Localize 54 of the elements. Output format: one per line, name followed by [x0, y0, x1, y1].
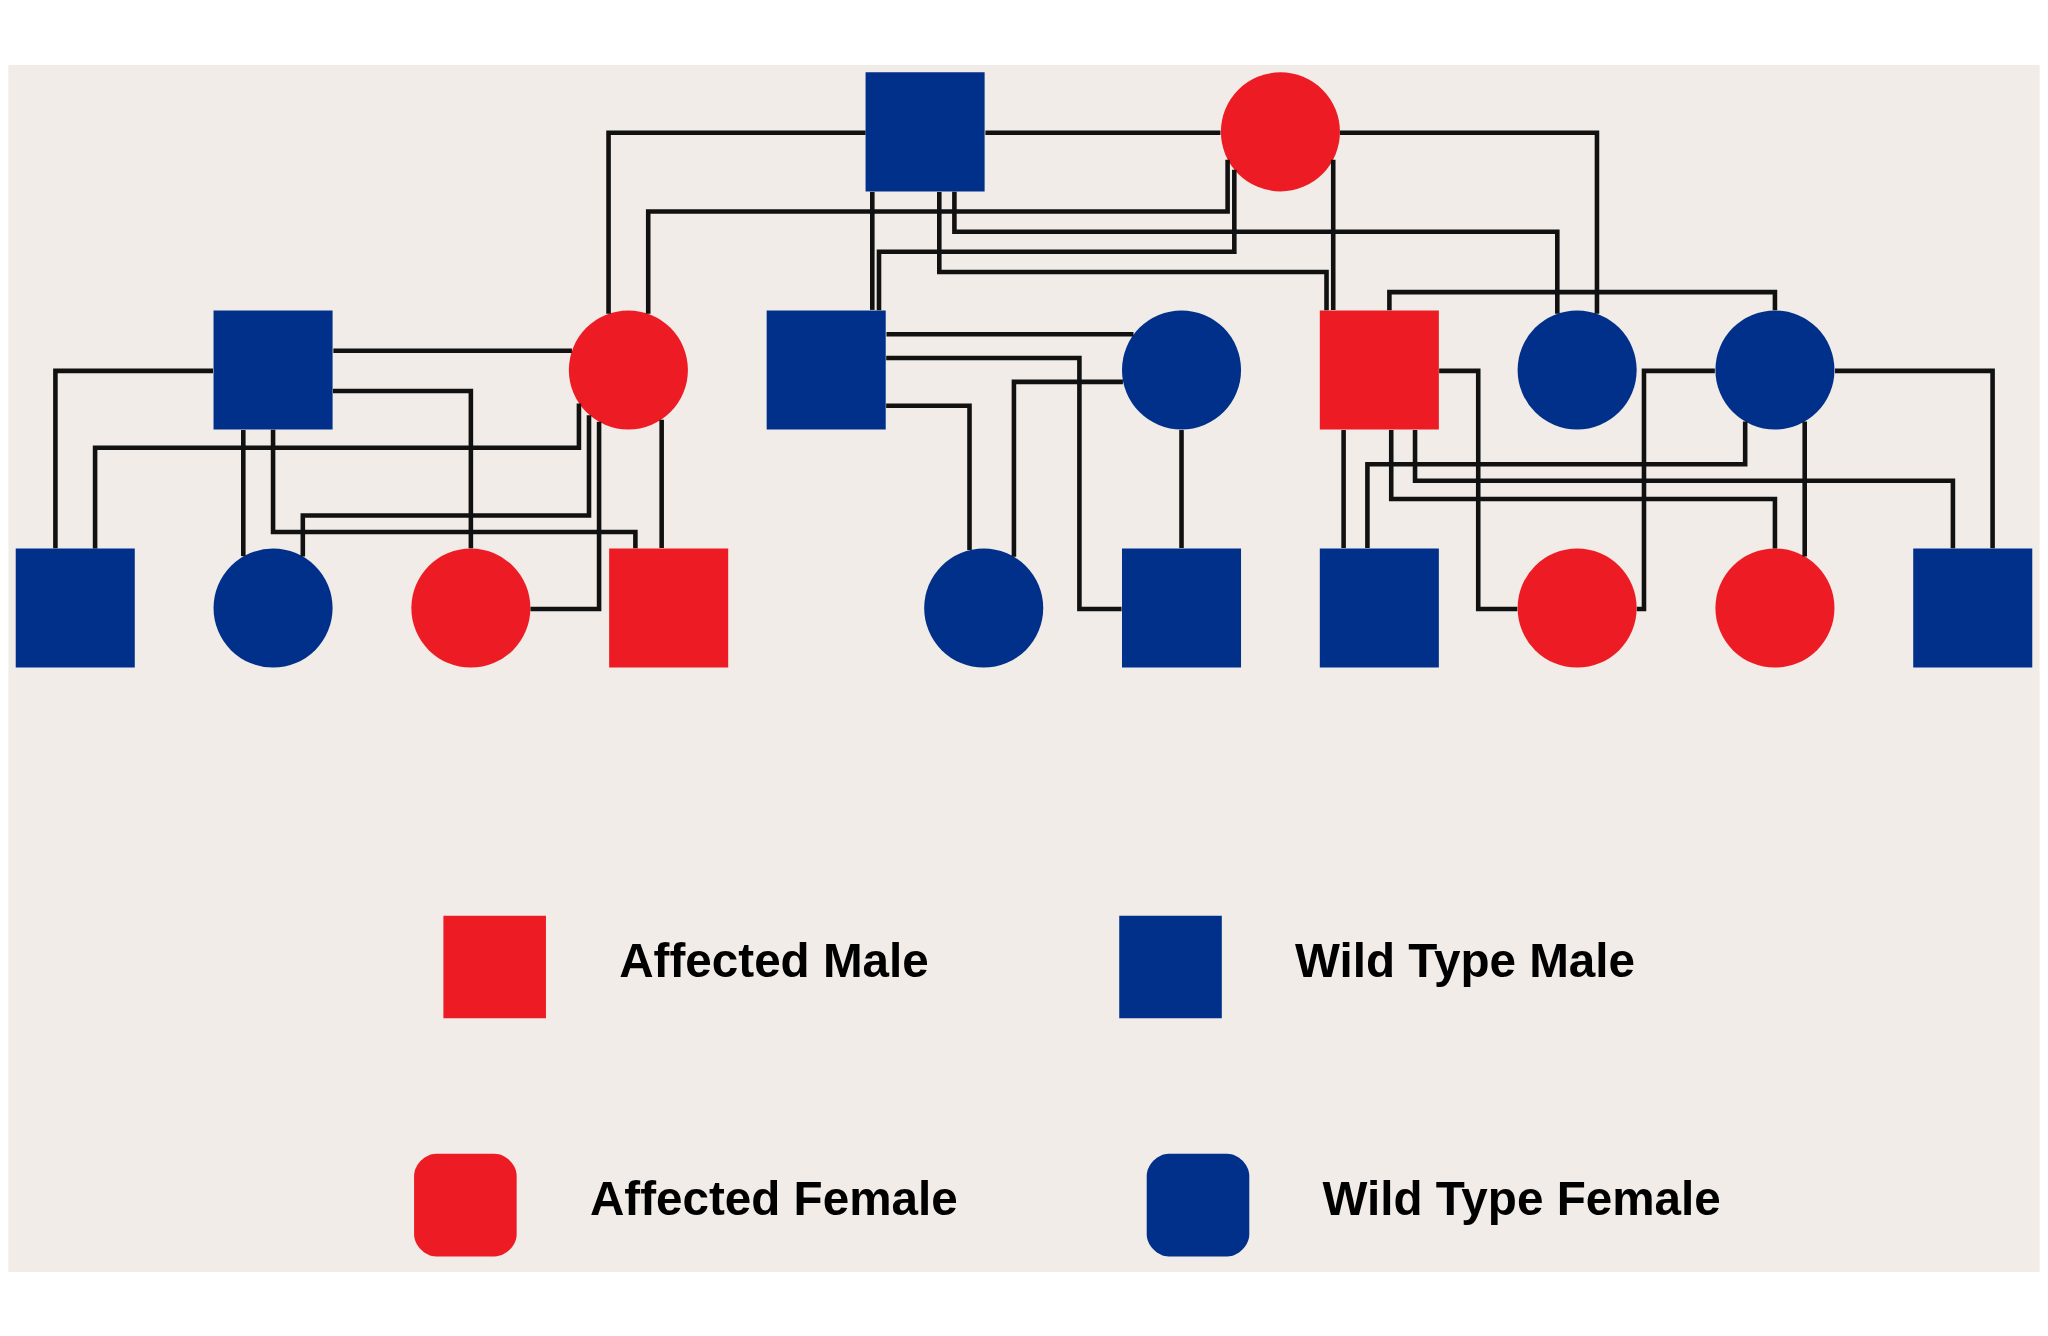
connector [1835, 368, 1995, 548]
connector [876, 169, 1237, 310]
connector [985, 130, 1221, 135]
connector [952, 191, 1560, 314]
connector [1365, 421, 1748, 548]
legend-label: Wild Type Male [1295, 933, 1636, 987]
connector [92, 402, 582, 548]
connector [530, 421, 602, 611]
legend-label: Wild Type Female [1322, 1171, 1721, 1225]
connector [1439, 368, 1518, 611]
node-circle [213, 548, 333, 668]
connector [606, 130, 866, 314]
node-circle [1220, 71, 1340, 191]
connector [886, 331, 1134, 337]
connector [241, 429, 246, 556]
connector [886, 402, 972, 550]
connector [659, 419, 664, 548]
node-box [15, 548, 135, 668]
connector [870, 191, 875, 310]
node-box [865, 71, 985, 191]
node-box [1913, 548, 2033, 668]
connector [300, 414, 592, 556]
node-box [213, 309, 333, 429]
connector [1330, 159, 1336, 310]
connector [1339, 130, 1600, 314]
connector [1802, 421, 1807, 556]
connector [1412, 429, 1956, 548]
connector [937, 191, 1329, 310]
node-circle [924, 548, 1044, 668]
node-circle [1517, 548, 1637, 668]
node-circle [1715, 309, 1835, 429]
connector [1179, 429, 1184, 548]
connector [1388, 429, 1778, 548]
node-box [766, 309, 886, 429]
node-circle [1715, 548, 1835, 668]
node-circle [411, 548, 531, 668]
connector [1387, 289, 1778, 310]
node-circle [1122, 309, 1242, 429]
node-circle [1517, 309, 1637, 429]
node-box [609, 548, 729, 668]
legend-label: Affected Male [619, 933, 929, 987]
node-box [1319, 309, 1439, 429]
connector [53, 368, 213, 548]
legend-label: Affected Female [589, 1171, 958, 1225]
connector [332, 388, 474, 548]
node-circle [568, 309, 688, 429]
connector [333, 347, 572, 353]
connector [270, 429, 638, 548]
node-box [1122, 548, 1242, 668]
node-box [1319, 548, 1439, 668]
connector [886, 355, 1122, 611]
connector [1341, 429, 1346, 548]
connector [1011, 379, 1123, 557]
connector [645, 159, 1230, 314]
